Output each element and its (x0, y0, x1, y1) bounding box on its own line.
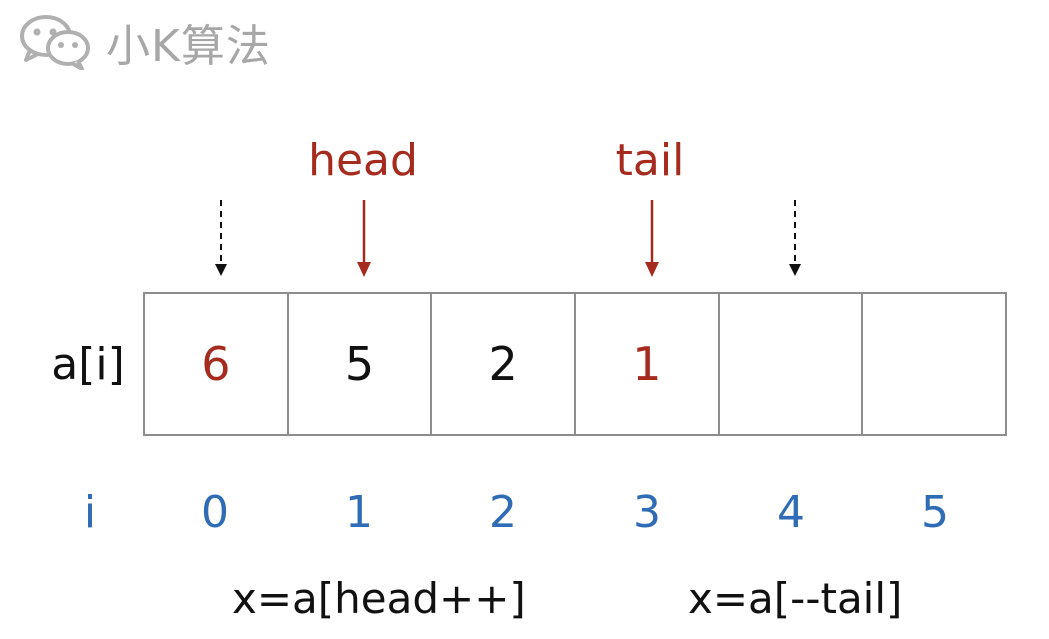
array-row-label: a[i] (51, 339, 125, 390)
tail-pointer-label: tail (615, 135, 685, 186)
index-5: 5 (921, 487, 949, 538)
array-cell-1: 5 (289, 294, 433, 434)
head-arrow (357, 200, 371, 277)
array-box: 6 5 2 1 (143, 292, 1007, 436)
dashed-arrow-index-4 (789, 200, 801, 276)
index-0: 0 (201, 487, 229, 538)
array-cell-3: 1 (576, 294, 720, 434)
dashed-arrow-index-0 (215, 200, 227, 276)
index-row-label: i (83, 487, 97, 538)
watermark-brand: 小K算法 (106, 21, 271, 72)
code-tail-dequeue: x=a[--tail] (688, 574, 903, 623)
tail-arrow (645, 200, 659, 277)
index-2: 2 (489, 487, 517, 538)
index-3: 3 (633, 487, 661, 538)
head-pointer-label: head (308, 135, 418, 186)
wechat-icon (20, 15, 90, 70)
array-cell-5 (863, 294, 1005, 434)
array-cell-4 (720, 294, 864, 434)
array-cell-0: 6 (145, 294, 289, 434)
code-head-dequeue: x=a[head++] (232, 574, 526, 623)
array-cell-2: 2 (432, 294, 577, 434)
watermark: 小K算法 (18, 12, 271, 72)
index-4: 4 (777, 487, 805, 538)
index-1: 1 (345, 487, 373, 538)
